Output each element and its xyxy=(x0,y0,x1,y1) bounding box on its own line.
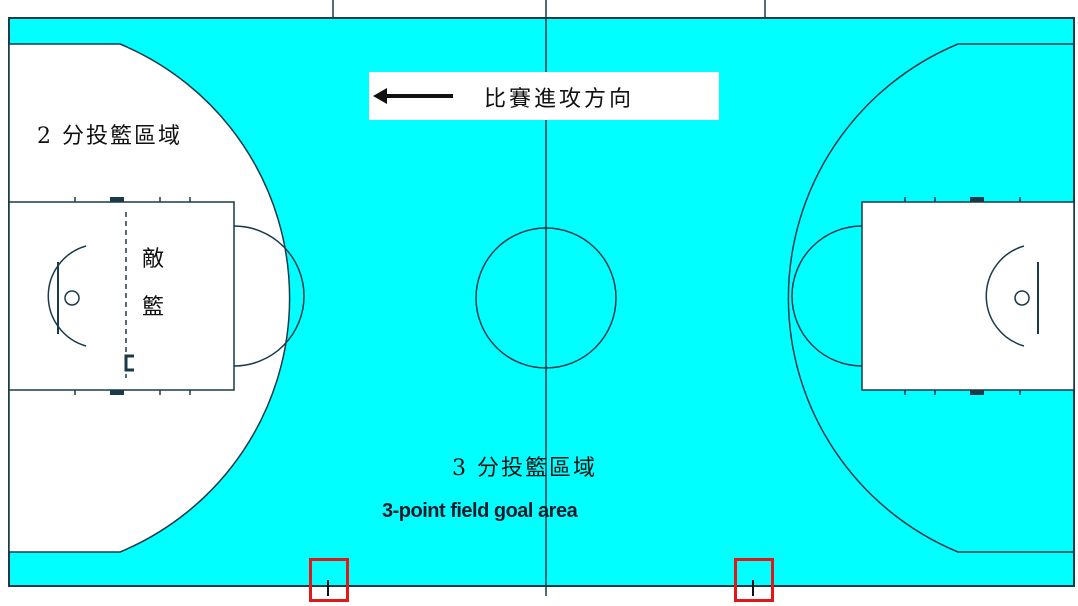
center-circle xyxy=(475,227,617,369)
right-key-mark-top xyxy=(970,197,984,202)
arrow-shaft xyxy=(381,94,453,98)
right-restricted-arc xyxy=(985,245,1025,347)
left-restricted-arc xyxy=(47,245,87,347)
right-free-throw-arc xyxy=(791,225,863,367)
two-point-area-label: 2 分投籃區域 xyxy=(37,124,182,149)
left-basket xyxy=(64,290,80,306)
attack-direction-label: 比賽進攻方向 xyxy=(484,87,635,112)
enemy-basket-label: 敵籃 xyxy=(141,247,164,320)
marker-box-right xyxy=(734,558,774,602)
left-key-mark-bottom xyxy=(110,390,124,395)
three-point-area-label-en: 3-point field goal area xyxy=(382,500,578,522)
attack-direction-box: 比賽進攻方向 xyxy=(369,72,719,120)
left-arrow-icon xyxy=(373,88,387,104)
marker-tick-right xyxy=(752,580,754,596)
right-three-point-arc xyxy=(787,43,1074,553)
marker-tick-left xyxy=(327,580,329,596)
right-key xyxy=(861,201,1075,391)
left-key-mark-top xyxy=(110,197,124,202)
marker-box-left xyxy=(309,558,349,602)
right-basket xyxy=(1014,290,1030,306)
left-bracket xyxy=(124,354,134,372)
left-key xyxy=(8,201,235,391)
right-key-mark-bottom xyxy=(970,390,984,395)
left-free-throw-arc xyxy=(233,225,305,367)
three-point-area-label-zh: 3 分投籃區域 xyxy=(452,456,597,481)
